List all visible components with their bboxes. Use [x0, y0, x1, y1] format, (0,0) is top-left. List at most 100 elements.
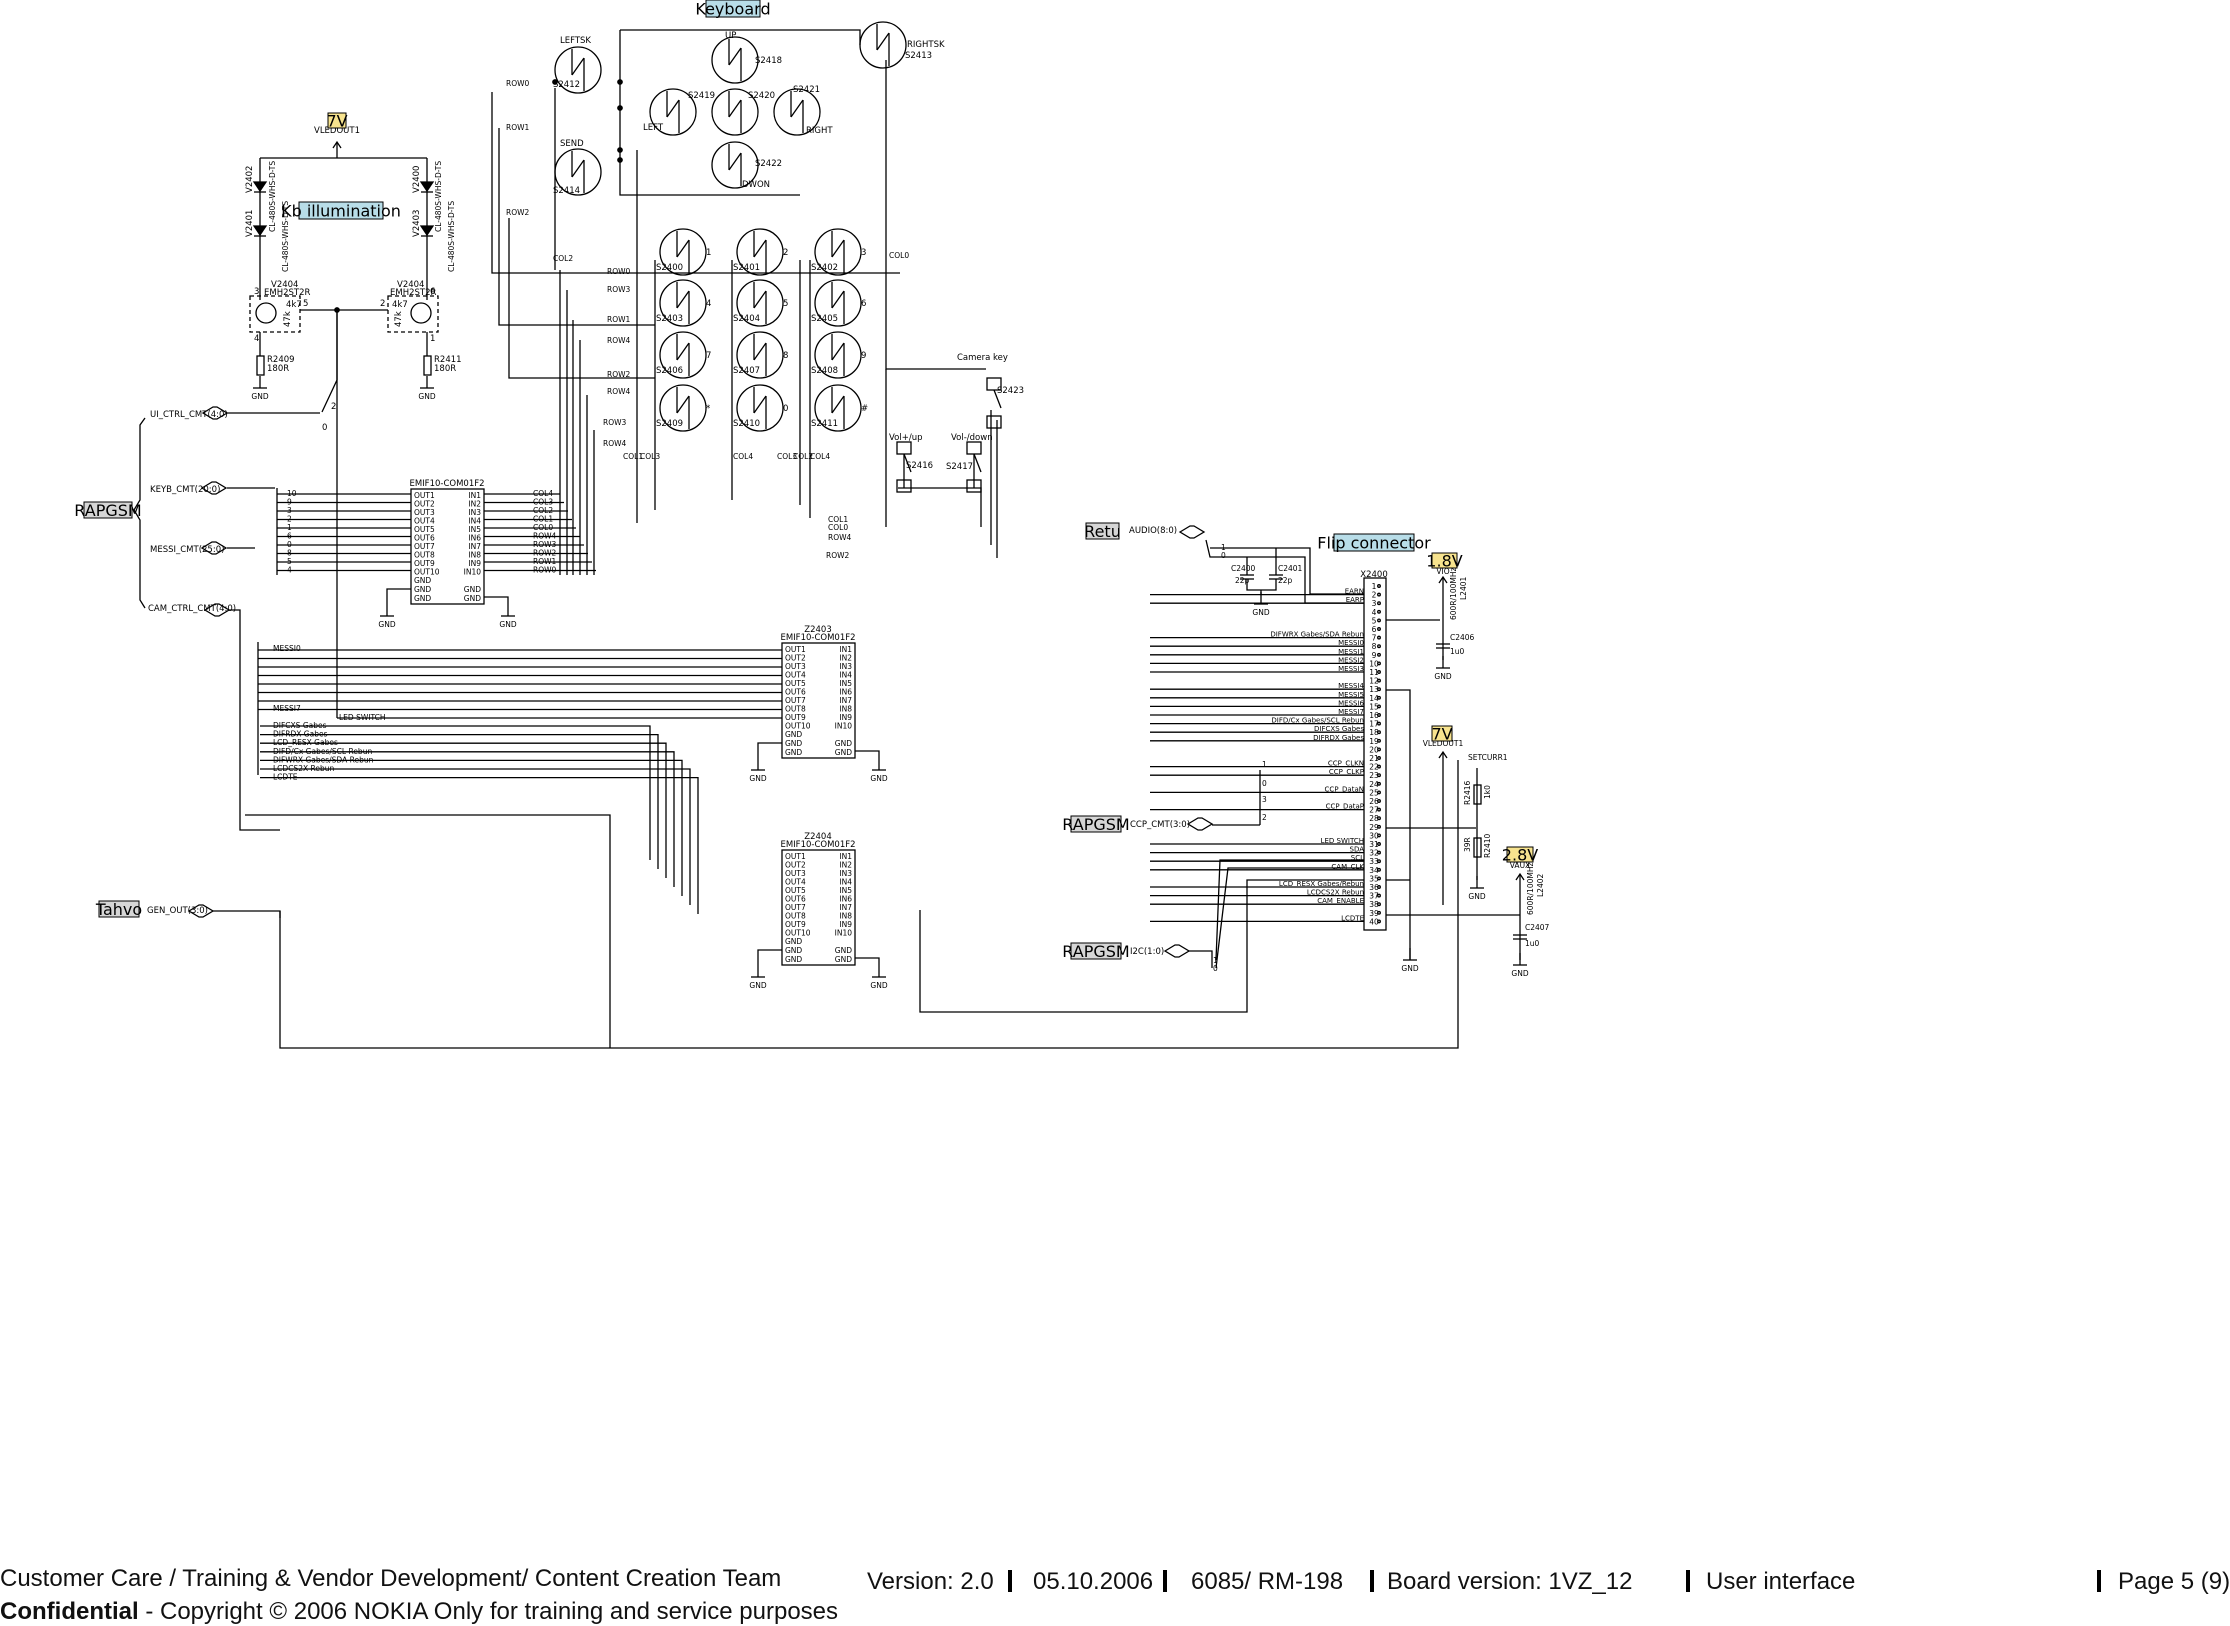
keyswitch-contact [728, 47, 742, 66]
wire [260, 742, 667, 878]
connector-pin [1377, 695, 1381, 700]
net-label: COL1 [533, 515, 553, 524]
keyswitch-s2413 [859, 21, 907, 69]
supply-label: VLEDOUT1 [314, 126, 360, 136]
chip-pin: OUT3 [785, 662, 806, 671]
footer-board: Board version: 1VZ_12 [1387, 1568, 1633, 1595]
connector-pin-net: DIFD/Cx Gabes/SCL Rebun [1271, 717, 1364, 725]
net-label: DIFRDX Gabes [273, 730, 328, 739]
block-7v [327, 112, 347, 129]
connector-pin [1377, 833, 1381, 838]
ground-label: GND [1401, 964, 1418, 973]
chip-pin: IN4 [839, 878, 852, 887]
connector-pin-number: 12 [1369, 677, 1379, 686]
chip-pin: IN10 [835, 929, 853, 938]
pin-number: 4 [254, 334, 259, 344]
net-label: ROW3 [533, 540, 557, 549]
chip-pin: GND [785, 730, 802, 739]
net-label: LCDTE [273, 773, 298, 782]
connector-pin [1377, 842, 1381, 846]
chip-pin: GND [785, 739, 802, 748]
chip-pin: OUT6 [414, 534, 435, 543]
keyswitch-contact [753, 342, 767, 361]
connector-pin-net: DIFWRX Gabes/SDA Rebun [1270, 631, 1364, 639]
chip-pin: GND [414, 576, 431, 585]
chip-pin: IN2 [839, 654, 852, 663]
capacitor-ref: C2406 [1450, 633, 1475, 642]
keyswitch-contact [666, 99, 680, 118]
chip-pin: OUT9 [785, 713, 806, 722]
ground-label: GND [1434, 672, 1451, 681]
pin-number: 1 [287, 523, 292, 532]
connector-pin-net: LED SWITCH [1321, 837, 1364, 845]
chip-pin: OUT1 [785, 645, 806, 654]
connector-pin [1377, 850, 1381, 855]
wire [491, 92, 900, 274]
connector-pin-number: 4 [1372, 608, 1377, 617]
chip-pin: OUT9 [785, 920, 806, 929]
connector-pin [1377, 592, 1381, 597]
ground-label: GND [378, 620, 395, 629]
keyswitch-s2419 [649, 88, 697, 136]
resistor-value: 39R [1463, 837, 1472, 852]
switch-pad [966, 479, 982, 493]
capacitor-value: 1u0 [1450, 647, 1465, 656]
switch-label: LEFTSK [560, 36, 591, 46]
chip-pin: OUT9 [414, 559, 435, 568]
switch-key: 5 [783, 299, 788, 309]
switch-ref: S2419 [688, 91, 715, 101]
pin-number: 0 [287, 540, 292, 549]
filter-chip [781, 642, 856, 759]
transistor-package [387, 295, 439, 333]
net-label: COL4 [733, 452, 753, 461]
chip-pin: IN1 [839, 645, 852, 654]
connector-pin [1377, 919, 1381, 924]
block-rapgsm [1070, 942, 1122, 960]
connector-pin [1377, 867, 1381, 872]
chip-pin: IN3 [468, 508, 481, 517]
connector-pin [1377, 730, 1381, 735]
keyswitch-contact [676, 342, 690, 361]
switch-ref: S2414 [553, 186, 580, 196]
led-symbol [252, 225, 268, 237]
switch-pad [986, 415, 1002, 429]
wire [386, 588, 411, 604]
bus-label: KEYB_CMT(20:0) [150, 485, 220, 495]
switch-ref: S2420 [748, 91, 775, 101]
pin-number: 1 [1213, 956, 1218, 965]
switch-label: SEND [560, 139, 584, 149]
switch-contact [973, 453, 982, 473]
wire [1246, 579, 1277, 591]
keyswitch-s2405 [814, 279, 862, 327]
led-part-number: CL-480S-WHS-D-TS [281, 201, 290, 272]
footer-copyright-text: - Copyright © 2006 NOKIA Only for traini… [138, 1598, 839, 1625]
footer-separator [1008, 1570, 1012, 1592]
pin-number: 3 [1262, 795, 1267, 804]
wire [213, 910, 281, 918]
transistor-ref: V2404 [271, 280, 298, 290]
chip-pin: IN1 [468, 491, 481, 500]
connector-pin [1377, 661, 1381, 666]
connector-pin [1377, 584, 1381, 588]
led-ref: V2403 [412, 210, 422, 237]
switch-label: RIGHTSK [907, 40, 945, 50]
net-label: ROW4 [828, 533, 852, 542]
switch-ref: S2402 [811, 263, 838, 273]
keyswitch-s2410 [736, 384, 784, 432]
switch-contact [993, 389, 1002, 409]
switch-key: 7 [706, 351, 711, 361]
footer-separator [1370, 1570, 1374, 1592]
switch-ref: S2406 [656, 366, 683, 376]
resistor-symbol [1473, 784, 1482, 805]
supply-label: SETCURR1 [1468, 753, 1508, 762]
connector-pin [1377, 799, 1381, 803]
keyswitch-s2406 [659, 331, 707, 379]
junction-dot [617, 147, 623, 153]
switch-ref: S2408 [811, 366, 838, 376]
resistor-value: 47k [283, 311, 293, 327]
resistor-symbol [1473, 837, 1482, 858]
resistor-value: 1k0 [1483, 785, 1492, 799]
transistor-part: EMH2ST2R [264, 288, 310, 298]
connector-pin-number: 20 [1369, 745, 1379, 754]
